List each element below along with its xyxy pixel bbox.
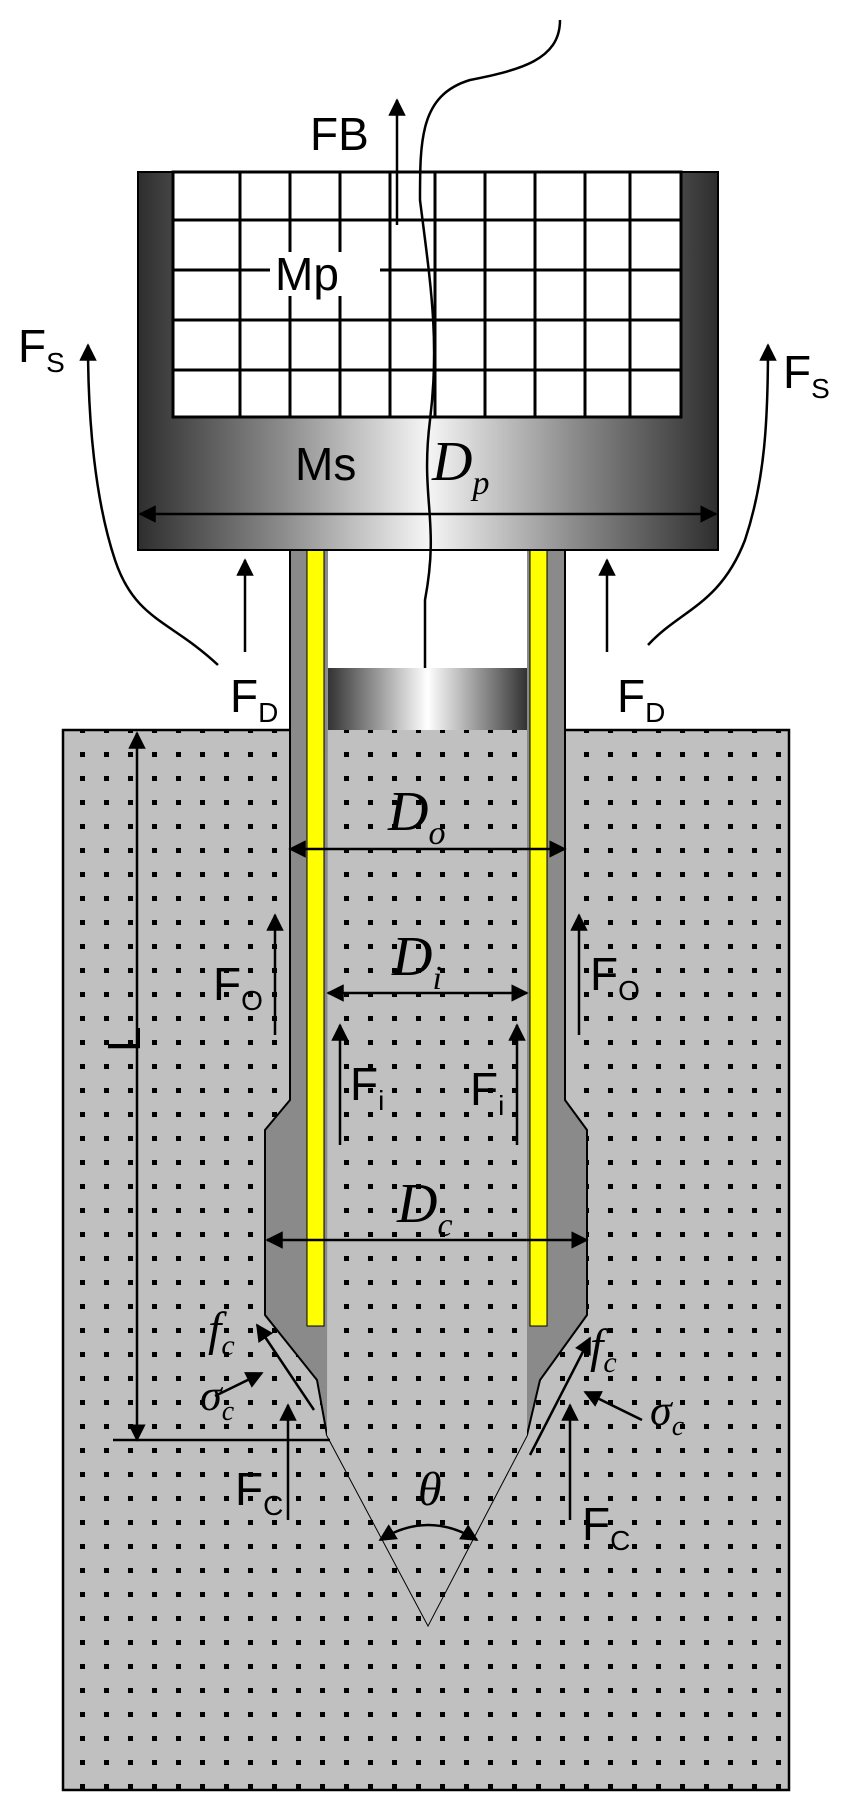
label-fi-left: Fi <box>350 1058 384 1116</box>
arrow-sigma-left <box>214 1371 264 1398</box>
label-fi-right: Fi <box>470 1063 504 1121</box>
label-fc-right: FC <box>582 1498 630 1556</box>
sample-plug <box>328 668 527 730</box>
cable <box>418 19 562 668</box>
label-mp: Mp <box>275 248 339 300</box>
label-l: L <box>98 1026 150 1052</box>
label-fb: FB <box>310 108 369 160</box>
label-di: Di <box>391 926 442 997</box>
angle-theta-arc <box>378 1523 479 1542</box>
sample-chamber <box>327 550 527 1625</box>
label-do: Do <box>387 781 445 852</box>
mass-grid-mp <box>171 170 683 419</box>
label-sigma-right: σc <box>650 1386 685 1442</box>
arrow-fs-left <box>79 343 219 666</box>
label-fc-left: FC <box>235 1463 283 1521</box>
arrow-fc-small-right <box>528 1336 592 1456</box>
liner-left <box>306 549 325 1327</box>
label-sigma-left: σc <box>200 1371 235 1427</box>
label-fd-right: FD <box>617 670 665 728</box>
liner-right <box>529 549 548 1327</box>
label-fd-left: FD <box>230 670 278 728</box>
arrow-fc-small-left <box>255 1323 316 1411</box>
label-theta: θ <box>418 1463 442 1516</box>
label-fo-left: FO <box>213 958 263 1016</box>
arrow-sigma-right <box>583 1390 643 1422</box>
arrow-fs-right <box>647 343 777 646</box>
label-fo-right: FO <box>590 948 640 1006</box>
label-ms: Ms <box>295 438 356 490</box>
label-dp: Dp <box>431 431 489 502</box>
label-dc: Dc <box>396 1173 453 1244</box>
label-fs-right: FS <box>783 346 830 404</box>
label-fs-left: FS <box>18 320 65 378</box>
